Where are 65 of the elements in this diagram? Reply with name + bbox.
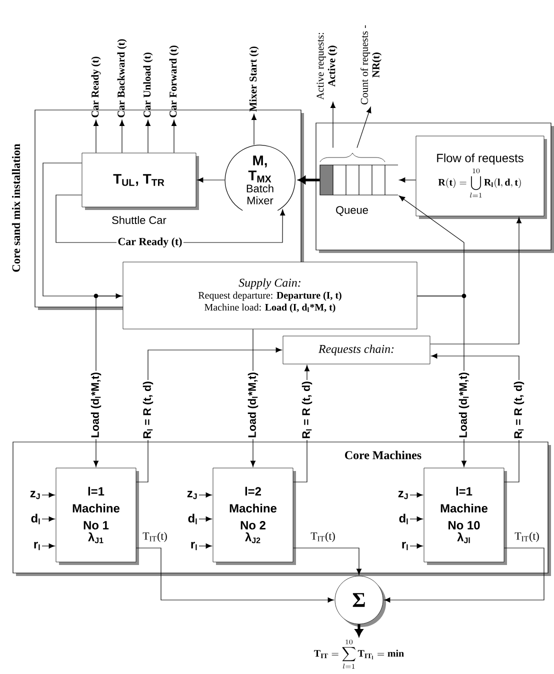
arrow bbox=[384, 548, 544, 603]
edge-label: Load (d$_{l}$*M,t) bbox=[90, 370, 102, 440]
arrow bbox=[136, 548, 334, 603]
formula: $\mathbf{T_{IT}} = \sum_{l=1}^{10} \mathbf{T_{IT_{l}}} = \mathbf{min}$ bbox=[314, 640, 404, 669]
arrow bbox=[398, 196, 464, 296]
edge-label: R$_{l}$ = R (t, d) bbox=[300, 380, 314, 440]
process-box: Flow of requests $\mathbf{R(t)} = \bigcup_{l=1}^{10} \mathbf{R_{l}(l, d, t)}$ bbox=[416, 136, 547, 219]
arrow bbox=[42, 516, 55, 522]
arrow bbox=[430, 217, 522, 344]
arrow bbox=[93, 120, 99, 154]
node-label: Queue bbox=[336, 206, 368, 216]
process-box: Supply Cain: Request departure: Departure (I, t) Machine load: Load (I, d$_{l}$*M, t) bbox=[122, 262, 418, 330]
signal-label: Car Backward (t) bbox=[116, 38, 128, 119]
arrow bbox=[410, 516, 423, 522]
arrow bbox=[198, 492, 212, 498]
arrow bbox=[42, 544, 55, 549]
machine-box: l=1 Machine No 1 λ$_{J1}$ bbox=[56, 468, 139, 565]
node-label: Shuttle Car bbox=[112, 216, 166, 224]
edge-label: R$_{l}$ = R (t, d) bbox=[142, 380, 154, 440]
arrow bbox=[410, 492, 423, 498]
machine-box: l=2 Machine No 2 λ$_{J2}$ bbox=[212, 468, 296, 565]
arrow bbox=[330, 102, 336, 148]
process-box: T$_{UL}$, T$_{TR}$ Shuttle Car bbox=[82, 152, 199, 224]
signal-label: Active requests: Active (t) bbox=[316, 31, 338, 101]
node-label: Core sand mix installation bbox=[12, 144, 20, 272]
process-box: Requests chain: bbox=[282, 336, 430, 364]
arrow bbox=[355, 624, 363, 636]
input-label: r$_{l}$ bbox=[402, 542, 408, 550]
arrow bbox=[119, 120, 125, 154]
signal-label: Car Forward (t) bbox=[168, 44, 180, 119]
machine-box: l=1 Machine No 10 λ$_{Jl}$ bbox=[424, 468, 507, 565]
edge-label: T$_{IT}$(t) bbox=[309, 530, 337, 544]
edge-label: R$_{l}$ = R (t, d) bbox=[512, 380, 526, 440]
input-label: d$_{l}$ bbox=[399, 514, 408, 524]
arrow bbox=[145, 120, 151, 154]
signal-label: Mixer Start (t) bbox=[248, 45, 260, 113]
input-label: d$_{l}$ bbox=[188, 514, 197, 524]
edge-label: Load (d$_{l}$*M,t) bbox=[246, 370, 260, 440]
group-box bbox=[316, 122, 554, 253]
arrow bbox=[171, 120, 177, 154]
input-label: z$_{J}$ bbox=[187, 490, 197, 500]
edge-label: Load (d$_{l}$*M,t) bbox=[458, 370, 470, 440]
input-label: z$_{J}$ bbox=[398, 490, 408, 500]
arrow bbox=[42, 492, 55, 498]
edge-label: Car Ready (t) bbox=[116, 236, 184, 249]
arrow bbox=[298, 176, 320, 184]
arrow bbox=[251, 114, 256, 146]
queue-drawing: Queue bbox=[320, 152, 398, 216]
input-label: r$_{l}$ bbox=[34, 542, 40, 550]
signal-label: Car Unload (t) bbox=[142, 51, 154, 119]
input-label: z$_{J}$ bbox=[30, 490, 40, 500]
input-label: r$_{l}$ bbox=[191, 542, 197, 550]
signal-label: Car Ready (t) bbox=[90, 55, 102, 119]
arrow bbox=[399, 177, 416, 183]
edge-label: T$_{IT}$(t) bbox=[141, 530, 169, 544]
arrow bbox=[198, 544, 212, 549]
edge-label: T$_{IT}$(t) bbox=[513, 530, 541, 544]
arrow bbox=[292, 548, 362, 575]
arrow bbox=[198, 516, 212, 522]
arrow bbox=[197, 177, 226, 183]
arrow bbox=[410, 544, 423, 549]
arrow bbox=[42, 162, 122, 299]
arrow bbox=[356, 106, 372, 148]
input-label: d$_{l}$ bbox=[31, 514, 40, 524]
signal-label: Count of requests - NR(t) bbox=[359, 24, 383, 106]
